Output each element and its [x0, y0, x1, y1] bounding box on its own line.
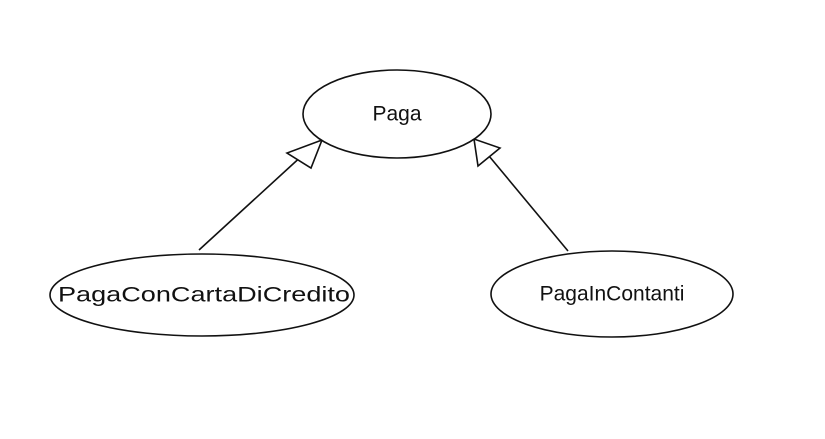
generalization-left-arrowhead [285, 138, 324, 170]
use-case-paga-con-carta-di-credito[interactable]: PagaConCartaDiCredito [49, 253, 355, 337]
generalization-right-arrowhead [473, 137, 502, 168]
use-case-paga-con-carta-di-credito-ellipse [49, 253, 355, 337]
use-case-paga-ellipse [302, 69, 492, 159]
generalization-left [198, 138, 324, 251]
use-case-paga-label: Paga [372, 103, 421, 126]
use-case-paga-in-contanti-label: PagaInContanti [540, 283, 685, 306]
use-case-paga[interactable]: Paga [302, 69, 492, 159]
use-case-paga-in-contanti-ellipse [490, 250, 734, 338]
generalization-right [473, 137, 569, 252]
generalization-right-line [488, 155, 569, 252]
use-case-paga-con-carta-di-credito-label: PagaConCartaDiCredito [58, 284, 350, 307]
use-case-paga-in-contanti[interactable]: PagaInContanti [490, 250, 734, 338]
generalization-left-line [198, 152, 306, 251]
